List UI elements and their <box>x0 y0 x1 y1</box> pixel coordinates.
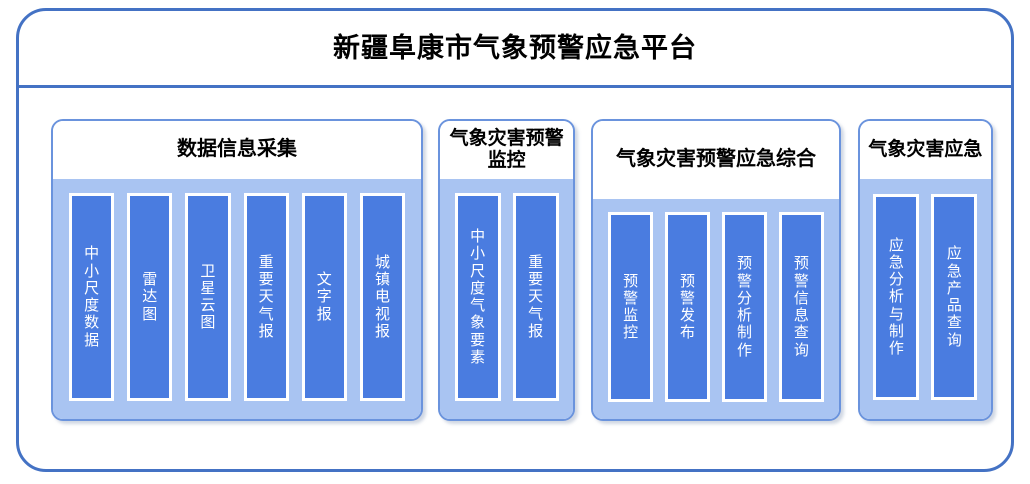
panel-disaster-warning-monitor[interactable]: 气象灾害预警监控 中小尺度气象要素 重要天气报 <box>438 119 576 421</box>
block-item[interactable]: 预警分析制作 <box>722 212 767 402</box>
block-item[interactable]: 预警发布 <box>665 212 710 402</box>
block-item[interactable]: 应急分析与制作 <box>873 194 920 400</box>
block-item[interactable]: 文字报 <box>301 193 347 401</box>
block-label: 预警分析制作 <box>736 254 752 359</box>
block-label: 重要天气报 <box>258 252 274 340</box>
block-item[interactable]: 预警信息查询 <box>778 212 824 402</box>
panel-body-warning-emergency-integrated: 预警监控 预警发布 预警分析制作 预警信息查询 <box>593 199 839 419</box>
block-label: 卫星云图 <box>200 261 216 332</box>
panel-title-warning-emergency-integrated: 气象灾害预警应急综合 <box>593 121 839 199</box>
panel-data-collection[interactable]: 数据信息采集 中小尺度数据 雷达图 卫星云图 重要天气报 <box>51 119 424 421</box>
block-list-data-collection: 中小尺度数据 雷达图 卫星云图 重要天气报 文字报 城镇电视 <box>53 179 421 419</box>
block-label: 应急分析与制作 <box>888 235 904 358</box>
platform-frame: 新疆阜康市气象预警应急平台 数据信息采集 中小尺度数据 雷达图 卫星云图 <box>16 8 1014 472</box>
block-item[interactable]: 预警监控 <box>608 212 654 402</box>
panel-warning-emergency-integrated[interactable]: 气象灾害预警应急综合 预警监控 预警发布 预警分析制作 预警信息查询 <box>591 119 841 421</box>
block-item[interactable]: 重要天气报 <box>243 193 289 401</box>
panel-body-data-collection: 中小尺度数据 雷达图 卫星云图 重要天气报 文字报 城镇电视 <box>53 179 422 419</box>
panel-title-disaster-warning-monitor: 气象灾害预警监控 <box>440 121 574 179</box>
block-label: 预警信息查询 <box>793 254 809 359</box>
block-item[interactable]: 城镇电视报 <box>359 193 406 401</box>
block-label: 城镇电视报 <box>374 252 390 340</box>
block-label: 应急产品查询 <box>946 244 962 349</box>
block-label: 中小尺度气象要素 <box>470 227 486 366</box>
block-item[interactable]: 中小尺度数据 <box>69 193 115 401</box>
block-label: 重要天气报 <box>528 252 544 340</box>
panel-body-disaster-warning-monitor: 中小尺度气象要素 重要天气报 <box>440 179 574 419</box>
block-label: 预警监控 <box>623 271 639 342</box>
block-item[interactable]: 重要天气报 <box>512 193 559 401</box>
panel-disaster-emergency[interactable]: 气象灾害应急 应急分析与制作 应急产品查询 <box>857 119 993 421</box>
page-title: 新疆阜康市气象预警应急平台 <box>333 32 697 64</box>
panels-row: 数据信息采集 中小尺度数据 雷达图 卫星云图 重要天气报 <box>19 91 1011 469</box>
panel-title-disaster-emergency: 气象灾害应急 <box>859 121 991 179</box>
block-list-disaster-warning-monitor: 中小尺度气象要素 重要天气报 <box>440 179 573 419</box>
panel-body-disaster-emergency: 应急分析与制作 应急产品查询 <box>859 179 991 419</box>
block-label: 预警发布 <box>680 271 696 342</box>
block-label: 中小尺度数据 <box>84 244 100 349</box>
block-label: 雷达图 <box>142 270 158 323</box>
block-item[interactable]: 应急产品查询 <box>931 194 978 400</box>
block-item[interactable]: 中小尺度气象要素 <box>454 193 501 401</box>
block-list-disaster-emergency: 应急分析与制作 应急产品查询 <box>860 179 991 419</box>
block-item[interactable]: 卫星云图 <box>185 193 231 401</box>
block-item[interactable]: 雷达图 <box>127 193 173 401</box>
platform-title-bar: 新疆阜康市气象预警应急平台 <box>19 11 1011 88</box>
block-label: 文字报 <box>316 270 332 323</box>
block-list-warning-emergency-integrated: 预警监控 预警发布 预警分析制作 预警信息查询 <box>593 199 839 419</box>
panel-title-data-collection: 数据信息采集 <box>53 121 422 179</box>
